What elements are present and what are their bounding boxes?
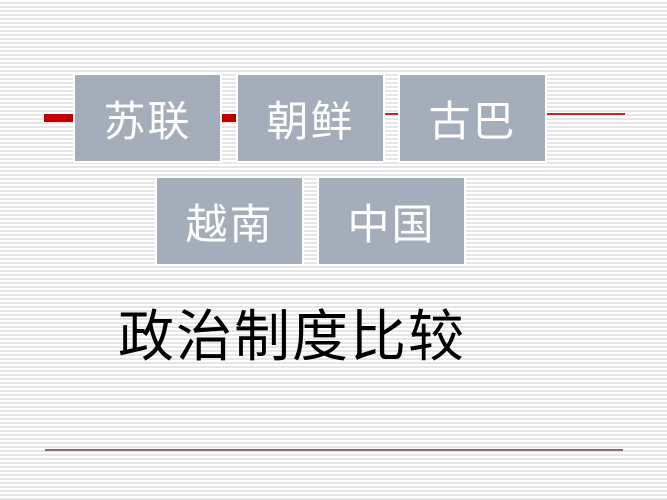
box-north-korea: 朝鲜 [236, 73, 385, 163]
box-label: 古巴 [428, 96, 517, 146]
slide-title: 政治制度比较 [118, 305, 466, 370]
box-label: 苏联 [103, 96, 192, 146]
box-cuba: 古巴 [398, 73, 547, 163]
box-china: 中国 [317, 176, 466, 266]
red-accent-bar-left [44, 114, 74, 122]
red-accent-line-right [546, 113, 625, 115]
box-label: 朝鲜 [266, 96, 355, 146]
box-label: 越南 [185, 199, 274, 249]
red-accent-bar-middle [220, 114, 237, 122]
box-vietnam: 越南 [155, 176, 304, 266]
red-accent-line [383, 113, 400, 115]
bottom-divider [45, 449, 623, 451]
box-label: 中国 [347, 199, 436, 249]
box-soviet-union: 苏联 [73, 73, 222, 163]
